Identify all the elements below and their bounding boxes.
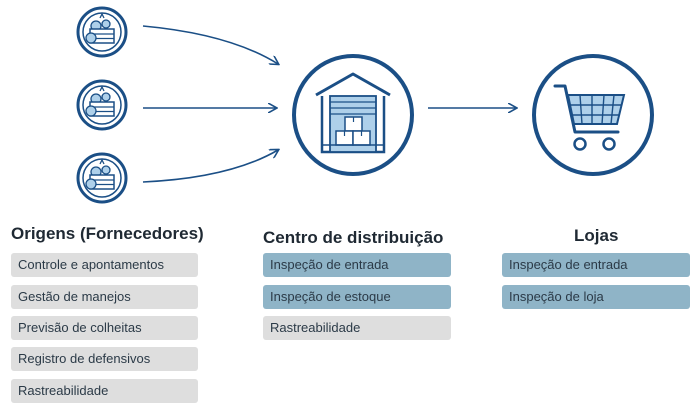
distribution-item-3: Rastreabilidade xyxy=(263,316,451,340)
supplier-3-produce-crate-icon xyxy=(76,152,128,204)
arrow-supplier-1-to-dc xyxy=(142,25,278,64)
stores-title: Lojas xyxy=(574,226,619,245)
distribution-item-2: Inspeção de estoque xyxy=(263,285,451,309)
shopping-cart-icon xyxy=(532,54,654,176)
origins-item-3: Previsão de colheitas xyxy=(11,316,198,340)
supplier-2-produce-crate-icon xyxy=(76,79,128,131)
origins-title: Origens (Fornecedores) xyxy=(11,224,204,243)
origins-item-5: Rastreabilidade xyxy=(11,379,198,403)
supplier-1-produce-crate-icon xyxy=(76,6,128,58)
origins-item-1: Controle e apontamentos xyxy=(11,253,198,277)
distribution-item-1: Inspeção de entrada xyxy=(263,253,451,277)
distribution-title: Centro de distribuição xyxy=(263,228,444,247)
origins-item-2: Gestão de manejos xyxy=(11,285,198,309)
origins-item-4: Registro de defensivos xyxy=(11,347,198,371)
warehouse-boxes-icon xyxy=(292,54,414,176)
stores-item-2: Inspeção de loja xyxy=(502,285,690,309)
stores-item-1: Inspeção de entrada xyxy=(502,253,690,277)
arrow-supplier-3-to-dc xyxy=(142,150,278,183)
